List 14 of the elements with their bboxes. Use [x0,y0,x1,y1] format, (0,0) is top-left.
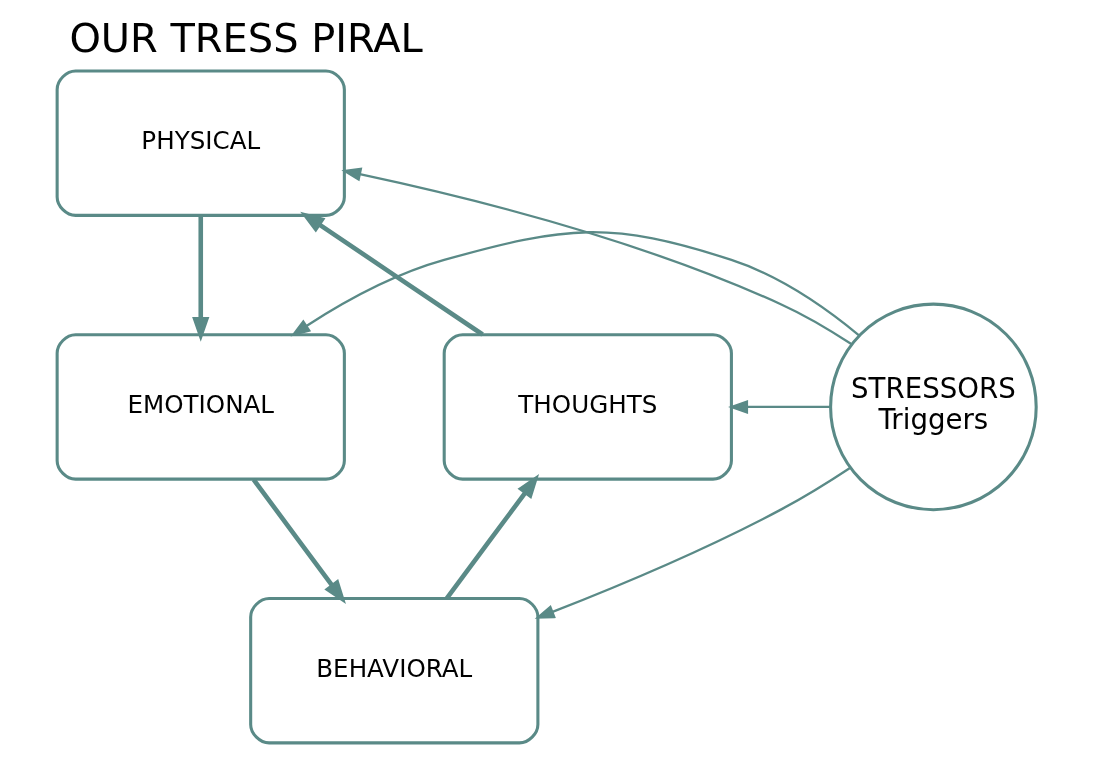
diagram-title: OUR TRESS PIRAL [69,15,423,62]
arrow [534,466,852,619]
arrow [251,478,346,604]
arrow [290,231,861,337]
arrow [192,215,210,342]
arrow [341,167,853,346]
arrow [444,474,540,600]
node-box: PHYSICAL [55,69,346,217]
node-box: EMOTIONAL [55,333,346,481]
node-box: BEHAVIORAL [249,596,540,745]
node-circle: STRESSORS Triggers [829,302,1038,512]
arrow [300,211,484,337]
node-box: THOUGHTS [442,333,733,481]
arrow [728,399,831,414]
